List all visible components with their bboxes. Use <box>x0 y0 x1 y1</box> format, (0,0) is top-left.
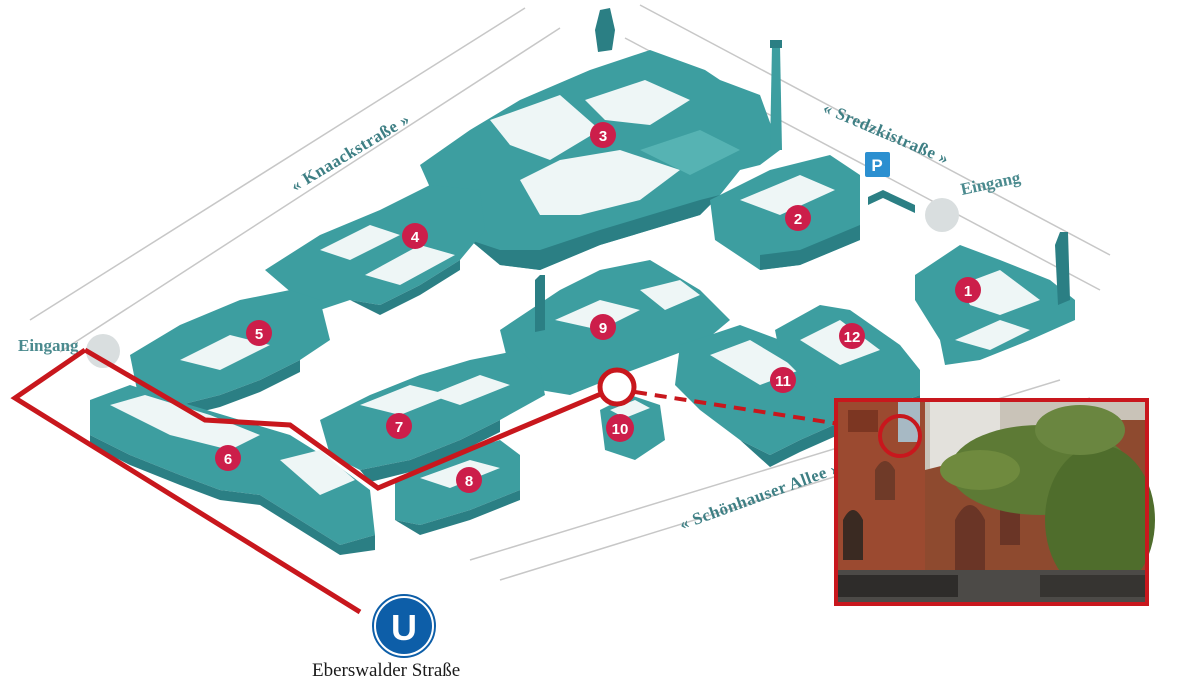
svg-text:6: 6 <box>224 451 232 468</box>
entrance-east: Eingang <box>925 168 1022 232</box>
building-marker-10: 10 <box>606 414 634 442</box>
building-marker-5: 5 <box>246 320 272 346</box>
svg-text:10: 10 <box>612 421 629 438</box>
building-marker-6: 6 <box>215 445 241 471</box>
parking-sign: P <box>865 152 915 213</box>
parking-letter: P <box>871 156 882 175</box>
route-highlight-marker <box>597 367 637 407</box>
building-marker-11: 11 <box>770 367 796 393</box>
building-marker-1: 1 <box>955 277 981 303</box>
subway-station: U Eberswalder Straße <box>312 594 460 681</box>
building-marker-7: 7 <box>386 413 412 439</box>
svg-text:11: 11 <box>775 373 791 390</box>
building-7 <box>320 350 545 482</box>
svg-text:12: 12 <box>844 329 861 346</box>
building-marker-12: 12 <box>839 323 865 349</box>
svg-text:4: 4 <box>411 229 420 246</box>
building-marker-2: 2 <box>785 205 811 231</box>
subway-station-label: Eberswalder Straße <box>312 660 460 681</box>
photo-inset <box>834 398 1155 606</box>
street-label-knaack: « Knaackstraße » <box>287 109 413 195</box>
entrance-east-label: Eingang <box>959 168 1023 199</box>
svg-text:3: 3 <box>599 128 607 145</box>
street-label-schoenhauser: « Schönhauser Allee » <box>677 458 843 534</box>
building-marker-3: 3 <box>590 122 616 148</box>
building-marker-4: 4 <box>402 223 428 249</box>
building-markers: 1 2 3 4 5 6 7 8 9 10 11 12 <box>215 122 981 493</box>
building-3 <box>420 8 782 270</box>
svg-text:5: 5 <box>255 326 263 343</box>
building-marker-9: 9 <box>590 314 616 340</box>
building-2 <box>710 155 860 270</box>
svg-text:1: 1 <box>964 283 972 300</box>
entrance-west-label: Eingang <box>18 336 79 355</box>
building-4 <box>265 185 485 315</box>
buildings <box>90 8 1075 555</box>
building-marker-8: 8 <box>456 467 482 493</box>
svg-text:9: 9 <box>599 320 607 337</box>
entrance-west: Eingang <box>18 334 120 368</box>
svg-text:7: 7 <box>395 419 403 436</box>
building-5 <box>130 290 330 417</box>
svg-text:8: 8 <box>465 473 473 490</box>
walking-route <box>10 347 616 615</box>
svg-text:2: 2 <box>794 211 802 228</box>
building-1 <box>915 232 1075 365</box>
subway-icon-letter: U <box>391 607 417 648</box>
